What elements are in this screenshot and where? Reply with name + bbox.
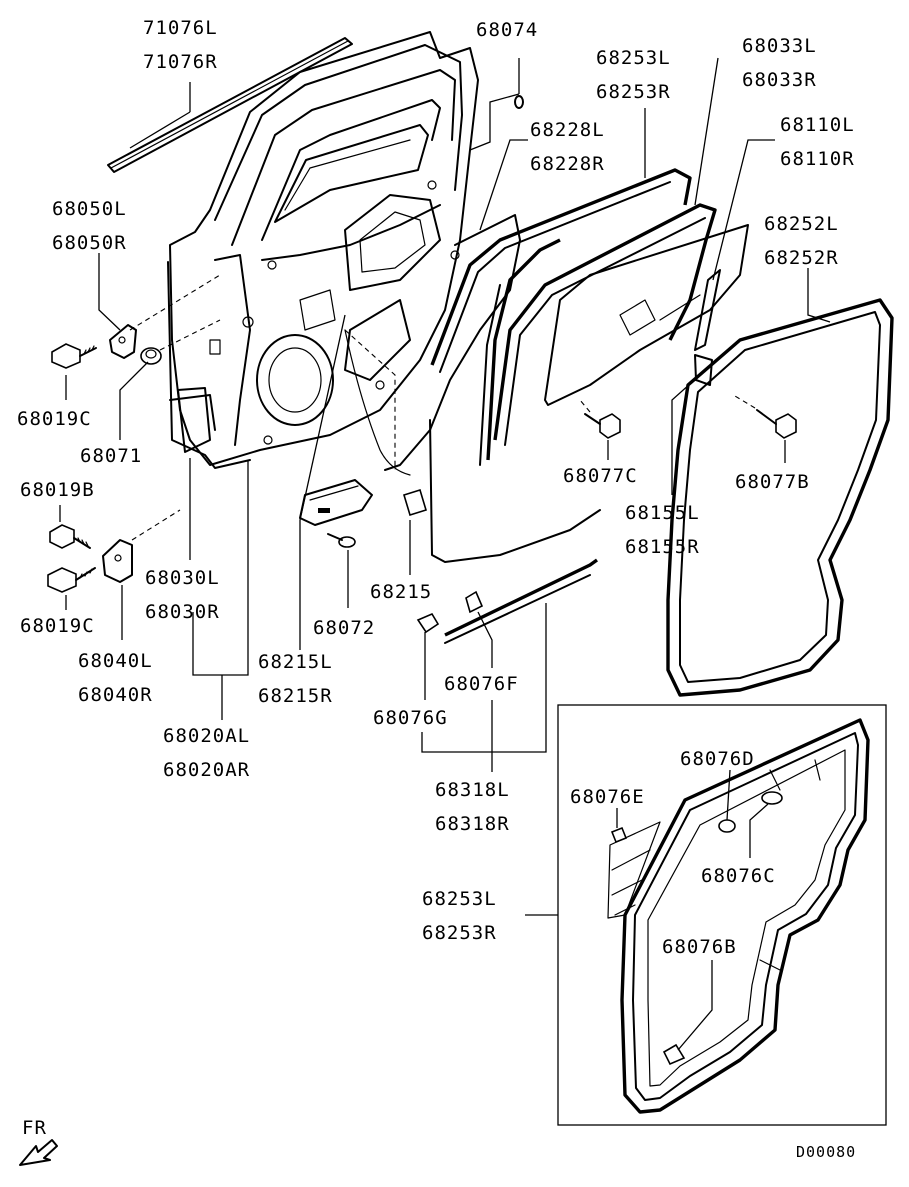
label-68020a-l: 68020AL [163,725,250,747]
part-labels: 71076L 71076R 68074 68253L 68253R 68033L… [17,17,856,1161]
label-68318-r: 68318R [435,813,510,835]
label-68253-r-top: 68253R [596,81,671,103]
glass-run-drawing [429,168,692,563]
belt-molding-drawing [107,37,353,173]
label-68253-r-bottom: 68253R [422,922,497,944]
label-68030-l: 68030L [145,567,220,589]
label-68040-r: 68040R [78,684,153,706]
label-68040-l: 68040L [78,650,153,672]
hinge-lower-drawing [102,539,133,583]
label-68030-r: 68030R [145,601,220,623]
label-68076d: 68076D [680,748,755,770]
label-68215-l: 68215L [258,651,333,673]
label-68076e: 68076E [570,786,645,808]
label-68076c: 68076C [701,865,776,887]
bolt-c-drawing [47,567,96,593]
lower-weatherstrip-drawing [444,558,598,644]
sash-drawing [177,387,211,453]
label-68318-l: 68318L [435,779,510,801]
label-68215: 68215 [370,581,432,603]
door-weatherstrip-drawing [666,298,894,697]
label-71076-l: 71076L [143,17,218,39]
clip-f-drawing [465,590,484,614]
label-68020a-r: 68020AR [163,759,250,781]
label-68253-l-bottom: 68253L [422,888,497,910]
plug-drawing [514,95,524,109]
label-71076-r: 71076R [143,51,218,73]
leader-lines [59,57,831,1051]
label-68019b: 68019B [20,479,95,501]
label-68076g: 68076G [373,707,448,729]
label-68019c-lower: 68019C [20,615,95,637]
clip-g-drawing [416,612,440,634]
bolt-77c-drawing [584,413,621,439]
label-68228-r: 68228R [530,153,605,175]
label-68077b: 68077B [735,471,810,493]
sealing-sheet-drawing [344,214,521,476]
front-direction-label: FR [22,1117,47,1139]
label-68019c-upper: 68019C [17,408,92,430]
front-direction-arrow-icon [19,1139,58,1166]
bumper-drawing [403,488,427,517]
label-68074: 68074 [476,19,538,41]
label-68252-l: 68252L [764,213,839,235]
label-68228-l: 68228L [530,119,605,141]
door-panel-drawing [167,31,479,469]
diagram-code: D00080 [796,1143,856,1161]
label-68076b: 68076B [662,936,737,958]
bolt-77b-drawing [756,409,797,439]
check-strap-drawing [299,479,373,526]
label-68215-r: 68215R [258,685,333,707]
label-68050-r: 68050R [52,232,127,254]
hinge-upper-drawing [109,324,137,359]
window-glass-drawing [493,203,749,446]
label-68155-r: 68155R [625,536,700,558]
label-68077c: 68077C [563,465,638,487]
bolt-b-drawing [49,524,91,549]
label-68155-l: 68155L [625,502,700,524]
label-68110-l: 68110L [780,114,855,136]
label-68050-l: 68050L [52,198,127,220]
label-68072: 68072 [313,617,375,639]
bolt-a-drawing [51,343,97,369]
screw-drawing [327,533,356,548]
label-68071: 68071 [80,445,142,467]
bushing-drawing [140,347,162,365]
inset-box [557,704,887,1126]
label-68033-l: 68033L [742,35,817,57]
label-68076f: 68076F [444,673,519,695]
label-68110-r: 68110R [780,148,855,170]
label-68252-r: 68252R [764,247,839,269]
label-68253-l-top: 68253L [596,47,671,69]
glass-channel-drawing [694,269,721,386]
label-68033-r: 68033R [742,69,817,91]
